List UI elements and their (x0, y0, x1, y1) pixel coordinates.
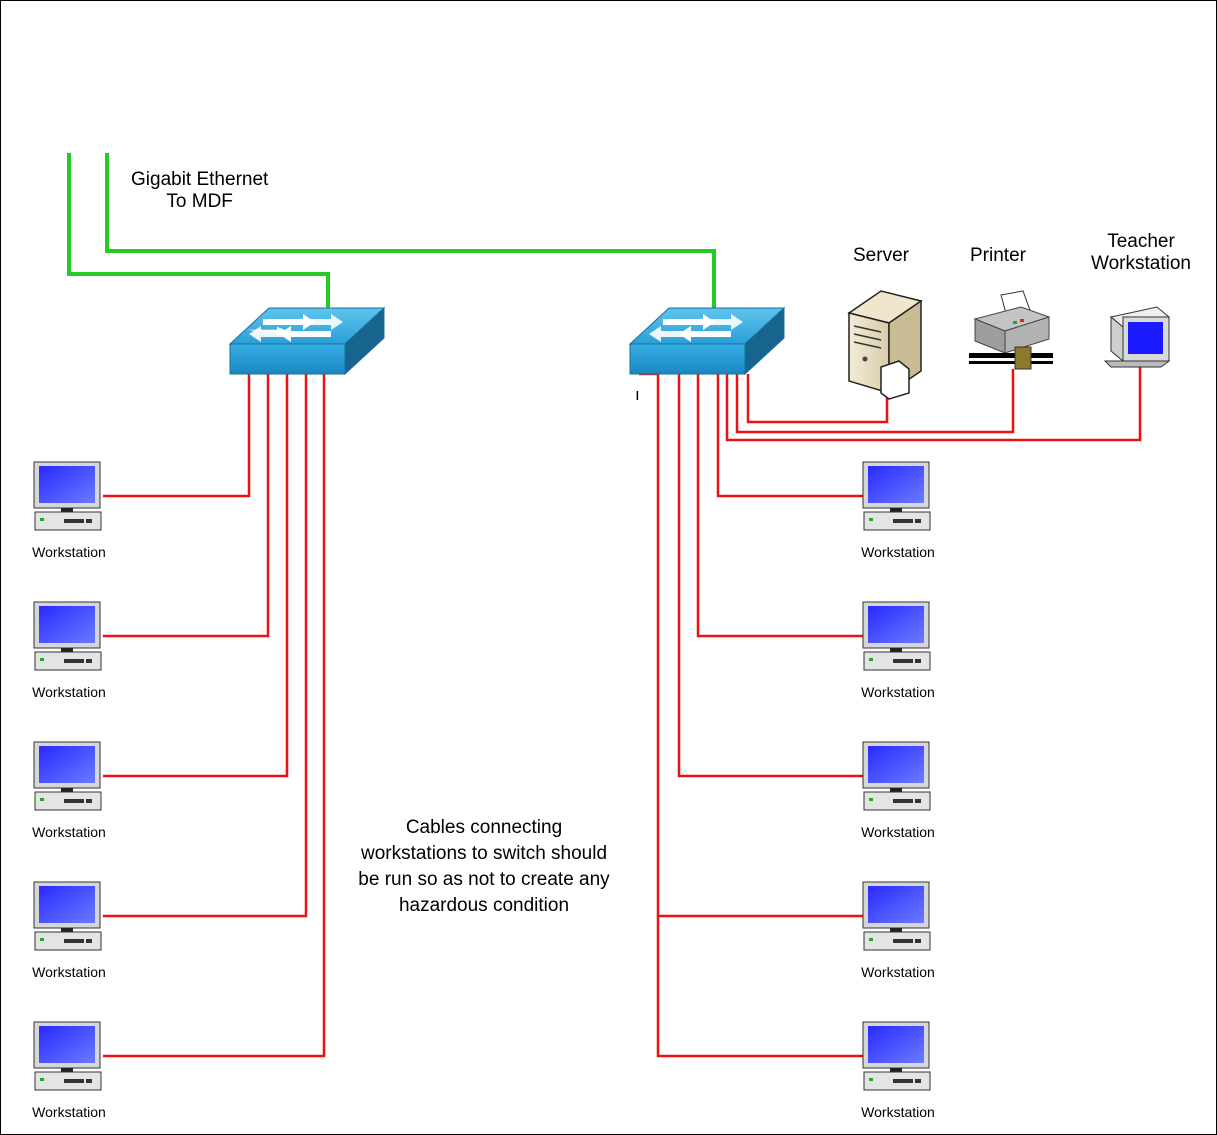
workstation-label-left-5: Workstation (32, 1104, 106, 1120)
note-line3: be run so as not to create any (358, 869, 610, 890)
uplink-cable-right (105, 153, 716, 311)
cable-right-1 (716, 374, 866, 498)
uplink-label-line2: To MDF (166, 191, 233, 212)
workstation-left-2-icon (33, 601, 102, 671)
workstation-label-right-1: Workstation (861, 544, 935, 560)
server-icon (847, 290, 923, 400)
workstation-right-1-icon (862, 461, 931, 531)
uplink-label: Gigabit Ethernet To MDF (131, 169, 268, 213)
stray-mark: ı (635, 385, 640, 404)
workstation-label-right-4: Workstation (861, 964, 935, 980)
cable-teacher (725, 363, 1142, 442)
note-line2: workstations to switch should (360, 843, 608, 864)
workstation-left-5-icon (33, 1021, 102, 1091)
cable-left-3 (103, 374, 289, 778)
workstation-right-3-icon (862, 741, 931, 811)
cable-right-3 (677, 374, 866, 778)
workstation-right-5-icon (862, 1021, 931, 1091)
station-cables (103, 363, 1142, 1058)
workstation-left-1-icon (33, 461, 102, 531)
uplink-label-line1: Gigabit Ethernet (131, 169, 269, 190)
cable-left-2 (103, 374, 270, 638)
workstation-right-2-icon (862, 601, 931, 671)
printer-label: Printer (970, 245, 1026, 266)
server-label: Server (853, 245, 909, 266)
teacher-label-line1: Teacher (1107, 231, 1175, 252)
cable-left-4 (103, 374, 308, 918)
cable-right-2 (696, 374, 866, 638)
note-line4: hazardous condition (398, 895, 570, 916)
uplink-cable-left (67, 153, 330, 311)
cable-right-4 (656, 374, 866, 918)
workstation-left-4-icon (33, 881, 102, 951)
switch-left-icon (228, 306, 386, 376)
workstation-left-3-icon (33, 741, 102, 811)
teacher-label-line2: Workstation (1091, 253, 1191, 274)
workstation-label-left-2: Workstation (32, 684, 106, 700)
teacher-label: Teacher Workstation (1086, 231, 1196, 275)
cable-server (746, 374, 889, 424)
cable-left-1 (103, 374, 251, 498)
workstation-label-right-3: Workstation (861, 824, 935, 840)
workstation-label-left-1: Workstation (32, 544, 106, 560)
cable-safety-note: Cables connecting workstations to switch… (324, 815, 644, 919)
workstation-label-right-2: Workstation (861, 684, 935, 700)
teacher-monitor-icon (1103, 306, 1171, 368)
switch-right-icon (628, 306, 786, 376)
cable-printer (735, 369, 1015, 434)
cable-right-5 (656, 916, 866, 1058)
cable-left-5 (103, 374, 326, 1058)
workstation-label-left-3: Workstation (32, 824, 106, 840)
note-line1: Cables connecting (405, 817, 563, 838)
workstation-label-left-4: Workstation (32, 964, 106, 980)
printer-icon (969, 290, 1053, 370)
workstation-label-right-5: Workstation (861, 1104, 935, 1120)
workstations-layer (33, 461, 931, 1091)
workstation-right-4-icon (862, 881, 931, 951)
uplink-cables (67, 153, 716, 311)
